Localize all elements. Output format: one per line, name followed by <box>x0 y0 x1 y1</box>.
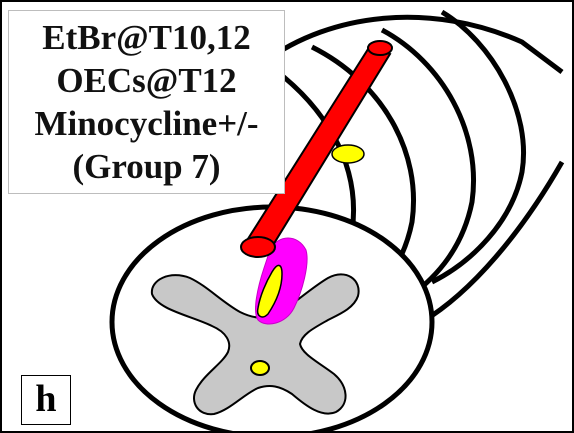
cord-top-edge <box>264 17 562 72</box>
label-line-3: Minocycline+/- <box>34 102 258 145</box>
experiment-label-box: EtBr@T10,12 OECs@T12 Minocycline+/- (Gro… <box>8 10 285 194</box>
panel-letter: h <box>21 375 71 425</box>
label-line-1: EtBr@T10,12 <box>42 16 251 59</box>
needle-tip <box>241 237 275 257</box>
needle-top-cap <box>368 41 392 55</box>
distant-lesion-marker <box>332 145 364 163</box>
label-line-4: (Group 7) <box>72 145 220 188</box>
label-line-2: OECs@T12 <box>56 59 236 102</box>
central-canal <box>251 361 269 375</box>
cord-bottom-edge <box>422 162 562 322</box>
